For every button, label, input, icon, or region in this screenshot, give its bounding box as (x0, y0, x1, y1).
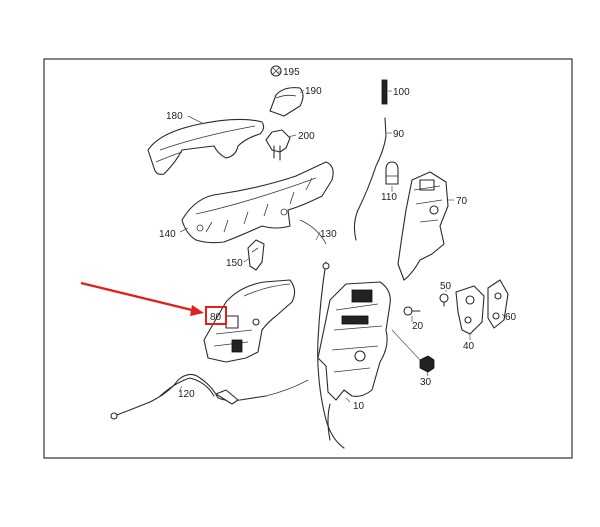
part-140-handle-carrier[interactable] (181, 161, 334, 245)
label-100: 100 (393, 87, 410, 98)
part-90-linkage-rod[interactable] (353, 117, 387, 241)
label-60: 60 (505, 312, 517, 323)
diagram-frame (43, 58, 573, 459)
highlight-box-80 (205, 306, 227, 325)
label-120: 120 (178, 389, 195, 400)
label-110: 110 (381, 192, 397, 203)
label-80: 80 (210, 312, 222, 323)
label-140: 140 (159, 229, 176, 240)
label-130: 130 (320, 229, 337, 240)
label-40: 40 (463, 341, 475, 352)
part-70-central-locking-actuator[interactable] (397, 171, 449, 281)
part-50-bolt[interactable] (439, 293, 449, 307)
part-190-handle-cap[interactable] (269, 87, 304, 117)
part-10-door-lock[interactable] (317, 281, 391, 441)
label-90: 90 (393, 129, 405, 140)
label-180: 180 (166, 111, 183, 122)
label-30: 30 (420, 377, 432, 388)
part-195-clip[interactable] (270, 65, 282, 77)
part-100-lock-knob-pin[interactable] (381, 79, 388, 105)
label-195: 195 (283, 67, 300, 78)
label-20: 20 (412, 321, 424, 332)
part-60-striker-plate[interactable] (487, 279, 509, 329)
label-190: 190 (305, 86, 322, 97)
part-180-outer-handle[interactable] (147, 118, 265, 175)
label-50: 50 (440, 281, 452, 292)
part-130-bowden-cable[interactable] (317, 261, 345, 449)
part-120-release-cable[interactable] (110, 373, 309, 420)
leader-lines (179, 71, 505, 403)
part-30-nut[interactable] (419, 355, 435, 373)
label-10: 10 (353, 401, 365, 412)
label-150: 150 (226, 258, 243, 269)
part-110-buffer[interactable] (385, 161, 399, 185)
label-70: 70 (456, 196, 468, 207)
label-200: 200 (298, 131, 315, 142)
part-150-bracket[interactable] (247, 239, 265, 271)
part-20-screw[interactable] (403, 306, 421, 316)
part-200-handle-bearing-piece[interactable] (265, 129, 291, 161)
red-callout-arrow (80, 281, 204, 316)
part-40-striker[interactable] (455, 285, 485, 335)
